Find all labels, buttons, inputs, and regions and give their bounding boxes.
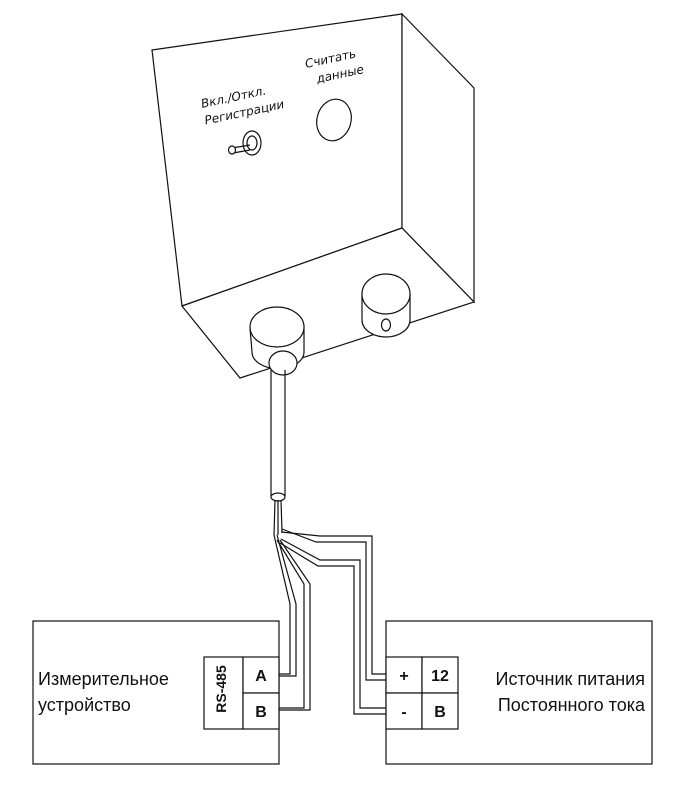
unit-cell (421, 692, 459, 730)
cable-gland (249, 306, 305, 376)
gland-nut (268, 350, 298, 376)
power-supply: + - 12 В Источник питания Постоянного то… (385, 620, 653, 765)
toggle-switch[interactable] (227, 130, 262, 156)
measuring-device: Измерительное устройство RS-485 A B (32, 620, 280, 765)
wire-minus (279, 538, 386, 715)
terminal-a[interactable] (242, 656, 280, 694)
voltage-label: 12 (431, 668, 449, 685)
terminal-plus-label: + (399, 668, 408, 685)
blank-gland (361, 273, 411, 338)
gland-hole (380, 318, 392, 332)
terminal-b-label: B (255, 704, 267, 721)
unit-label: В (434, 704, 446, 721)
power-supply-title-line2: Постоянного тока (498, 695, 646, 715)
read-data-button[interactable] (312, 95, 356, 144)
wire-b (276, 539, 311, 711)
power-supply-title-line1: Источник питания (496, 669, 645, 689)
measuring-device-title-line1: Измерительное (38, 669, 169, 689)
voltage-cell (421, 656, 459, 694)
terminal-minus-label: - (401, 704, 406, 721)
measuring-device-title-line2: устройство (38, 695, 131, 715)
toggle-ring (246, 135, 258, 151)
rs485-port (203, 656, 244, 730)
wire-plus (280, 528, 386, 681)
terminal-b[interactable] (242, 692, 280, 730)
terminal-a-label: A (255, 668, 267, 685)
cable-end (270, 492, 286, 502)
toggle-tip (227, 145, 237, 155)
terminal-plus[interactable] (385, 656, 423, 694)
wire-a (273, 534, 297, 677)
cable (270, 370, 286, 536)
rs485-label: RS-485 (213, 665, 229, 713)
